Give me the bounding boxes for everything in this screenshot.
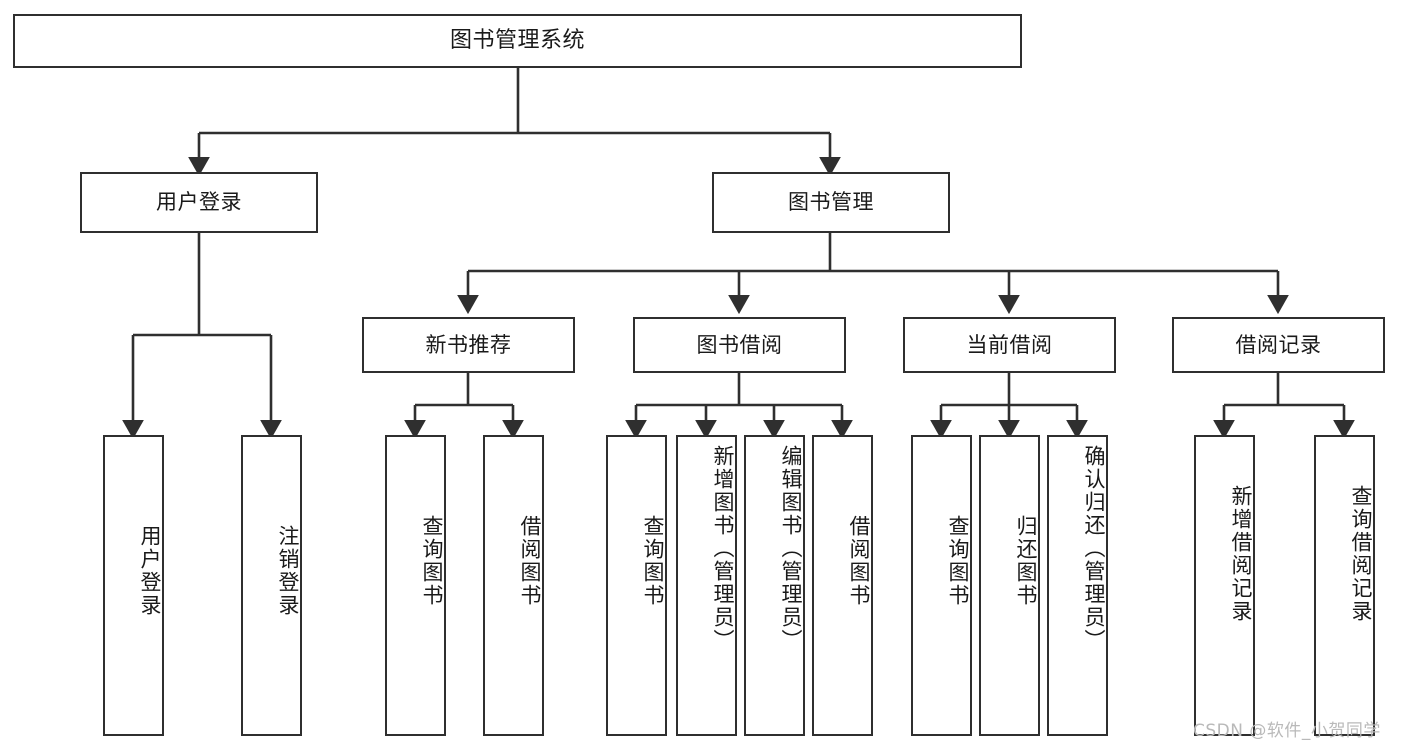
node-label: 借阅图书 [847,515,871,607]
leaf-user-login[interactable]: 用户登录 [103,435,164,736]
node-label: 确认归还（管理员） [1082,445,1106,652]
leaf-borrow-book-2[interactable]: 借阅图书 [812,435,873,736]
leaf-return-book[interactable]: 归还图书 [979,435,1040,736]
leaf-borrow-book-1[interactable]: 借阅图书 [483,435,544,736]
node-label: 图书管理 [788,190,874,215]
node-label: 编辑图书（管理员） [779,445,803,652]
leaf-add-record[interactable]: 新增借阅记录 [1194,435,1255,736]
node-label: 新增借阅记录 [1229,485,1253,623]
leaf-query-book-2[interactable]: 查询图书 [606,435,667,736]
leaf-query-book-3[interactable]: 查询图书 [911,435,972,736]
node-label: 归还图书 [1014,515,1038,607]
node-label: 图书借阅 [696,332,783,357]
node-book-manage[interactable]: 图书管理 [712,172,950,233]
leaf-query-book-1[interactable]: 查询图书 [385,435,446,736]
leaf-query-record[interactable]: 查询借阅记录 [1314,435,1375,736]
node-label: 当前借阅 [966,332,1053,357]
node-label: 新书推荐 [425,332,512,357]
node-label: 新增图书（管理员） [711,445,735,652]
node-label: 图书管理系统 [449,28,585,54]
node-label: 用户登录 [138,525,162,617]
node-label: 查询图书 [420,515,444,607]
node-new-book-recommend[interactable]: 新书推荐 [362,317,575,373]
node-label: 注销登录 [276,525,300,617]
node-user-login[interactable]: 用户登录 [80,172,318,233]
node-current-borrow[interactable]: 当前借阅 [903,317,1116,373]
node-label: 借阅记录 [1235,332,1322,357]
node-borrow-record[interactable]: 借阅记录 [1172,317,1385,373]
leaf-logout[interactable]: 注销登录 [241,435,302,736]
node-label: 用户登录 [156,190,242,215]
node-root-system[interactable]: 图书管理系统 [13,14,1022,68]
node-book-borrow[interactable]: 图书借阅 [633,317,846,373]
leaf-confirm-return[interactable]: 确认归还（管理员） [1047,435,1108,736]
node-label: 查询图书 [641,515,665,607]
csdn-watermark: CSDN @软件_小贺同学 [1193,721,1381,741]
node-label: 查询图书 [946,515,970,607]
node-label: 借阅图书 [518,515,542,607]
leaf-edit-book[interactable]: 编辑图书（管理员） [744,435,805,736]
leaf-add-book[interactable]: 新增图书（管理员） [676,435,737,736]
node-label: 查询借阅记录 [1349,485,1373,623]
